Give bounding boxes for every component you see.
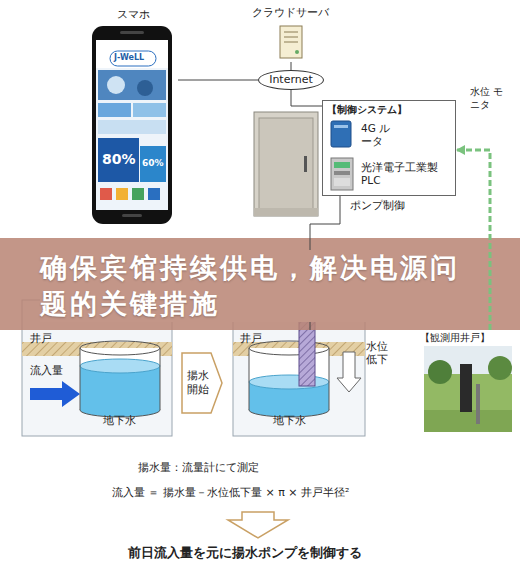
phone-screen <box>96 40 168 210</box>
node-label: 光洋電子工業製 PLC <box>361 161 445 187</box>
gauge-tile <box>140 146 166 182</box>
node-label: クラウドサーバ <box>252 6 329 20</box>
plc-part <box>334 171 350 175</box>
connector-label: ポンプ制御 <box>350 199 405 212</box>
plc-part <box>334 178 350 186</box>
well-node: 井戸地下水 <box>26 330 176 432</box>
plc-part <box>334 162 350 168</box>
inflow-arrow <box>30 381 80 407</box>
well-wall <box>80 348 81 410</box>
connector-line <box>291 90 322 106</box>
internet-oval: Internet <box>258 70 324 90</box>
server-slot <box>284 37 298 38</box>
phone-node: スマホ <box>88 8 178 226</box>
down-arrow <box>228 512 288 538</box>
annotation-text: 水位 低下 <box>366 340 390 366</box>
connector <box>291 90 322 106</box>
annotation-text: 流入量 ＝ 揚水量－水位低下量 × π × 井戸半径² <box>112 486 349 500</box>
control-cabinet <box>254 112 318 216</box>
arrow-outline <box>182 353 222 413</box>
app-hero-shape <box>107 76 125 94</box>
cabinet-base <box>254 208 318 216</box>
well-node: 井戸地下水 <box>236 330 348 432</box>
app-hero-shape <box>137 80 153 96</box>
app-icon <box>116 188 128 200</box>
server-slot <box>284 42 298 43</box>
cabinet-handle <box>304 156 307 172</box>
connector-line <box>291 62 292 70</box>
server-icon <box>280 26 302 58</box>
photo-tree <box>488 356 512 380</box>
cabinet-door <box>259 118 313 210</box>
photo <box>424 346 512 432</box>
photo-post <box>460 364 472 412</box>
phone-home-bar <box>122 214 142 217</box>
app-tile <box>133 103 166 117</box>
app-logo <box>110 51 156 66</box>
arrow-head <box>456 145 465 155</box>
well-wall <box>329 348 330 410</box>
app-hero <box>98 70 166 100</box>
app-icon <box>132 188 144 200</box>
observation-well-node: 【観測用井戸】 <box>420 330 516 432</box>
server-led <box>295 50 299 54</box>
gauge-tile <box>98 138 139 182</box>
app-icon <box>100 188 112 200</box>
level-drop-arrow <box>337 352 361 392</box>
connector <box>291 62 292 70</box>
server-slot <box>284 32 298 33</box>
annotation-text: 揚水量：流量計にて測定 <box>138 461 259 475</box>
node-label: Internet <box>269 73 313 87</box>
app-tile <box>98 120 166 134</box>
water-surface <box>249 375 329 389</box>
annotation-text: 前日流入量を元に揚水ポンプを制御する <box>128 545 362 561</box>
photo-pipe <box>476 384 480 424</box>
well-rim <box>80 341 160 355</box>
node-label: 地下水 <box>273 414 306 432</box>
node-label: 地下水 <box>103 414 136 432</box>
well-inside <box>249 348 329 410</box>
router-icon <box>331 121 351 147</box>
connector-label: 水位 モニタ <box>470 86 504 111</box>
node-label: 4G ルータ <box>361 122 401 148</box>
annotation-text: J-WeLL <box>114 53 144 63</box>
title-banner <box>0 238 520 330</box>
connector-line <box>178 80 258 81</box>
server-node: クラウドサーバ <box>248 6 332 62</box>
well-wall <box>160 348 161 410</box>
router-node: 4G ルータ <box>329 119 451 151</box>
photo-tree <box>428 360 452 384</box>
app-header <box>96 40 168 68</box>
plc-node: 光洋電子工業製 PLC <box>329 155 451 193</box>
plc-icon <box>331 158 353 190</box>
banner-title: 确保宾馆持续供电，解决电源问题的关键措施 <box>40 250 480 322</box>
well-wall <box>249 348 250 410</box>
node-label: 【観測用井戸】 <box>420 330 516 345</box>
phone-speaker <box>120 31 144 34</box>
app-tile <box>98 103 131 117</box>
node-label: 井戸 <box>236 330 262 346</box>
node-label: 井戸 <box>26 330 52 346</box>
water-surface <box>80 359 160 373</box>
app-icon <box>148 188 160 200</box>
pump-start-arrow: 揚水 開始 <box>181 352 223 414</box>
control-system-box: 【制御システム】 4G ルータ光洋電子工業製 PLC <box>322 100 456 196</box>
node-label: スマホ <box>117 8 150 22</box>
node-label: 揚水 開始 <box>186 369 210 397</box>
router-led <box>334 125 348 128</box>
annotation-text: 流入量 <box>30 364 63 378</box>
well-inside <box>80 348 160 410</box>
phone-body <box>92 26 172 224</box>
annotation-text: 60% <box>142 158 164 169</box>
connector <box>178 80 258 81</box>
photo-grass <box>424 410 512 432</box>
node-label: 【制御システム】 <box>327 104 451 117</box>
annotation-text: 80% <box>102 151 136 169</box>
